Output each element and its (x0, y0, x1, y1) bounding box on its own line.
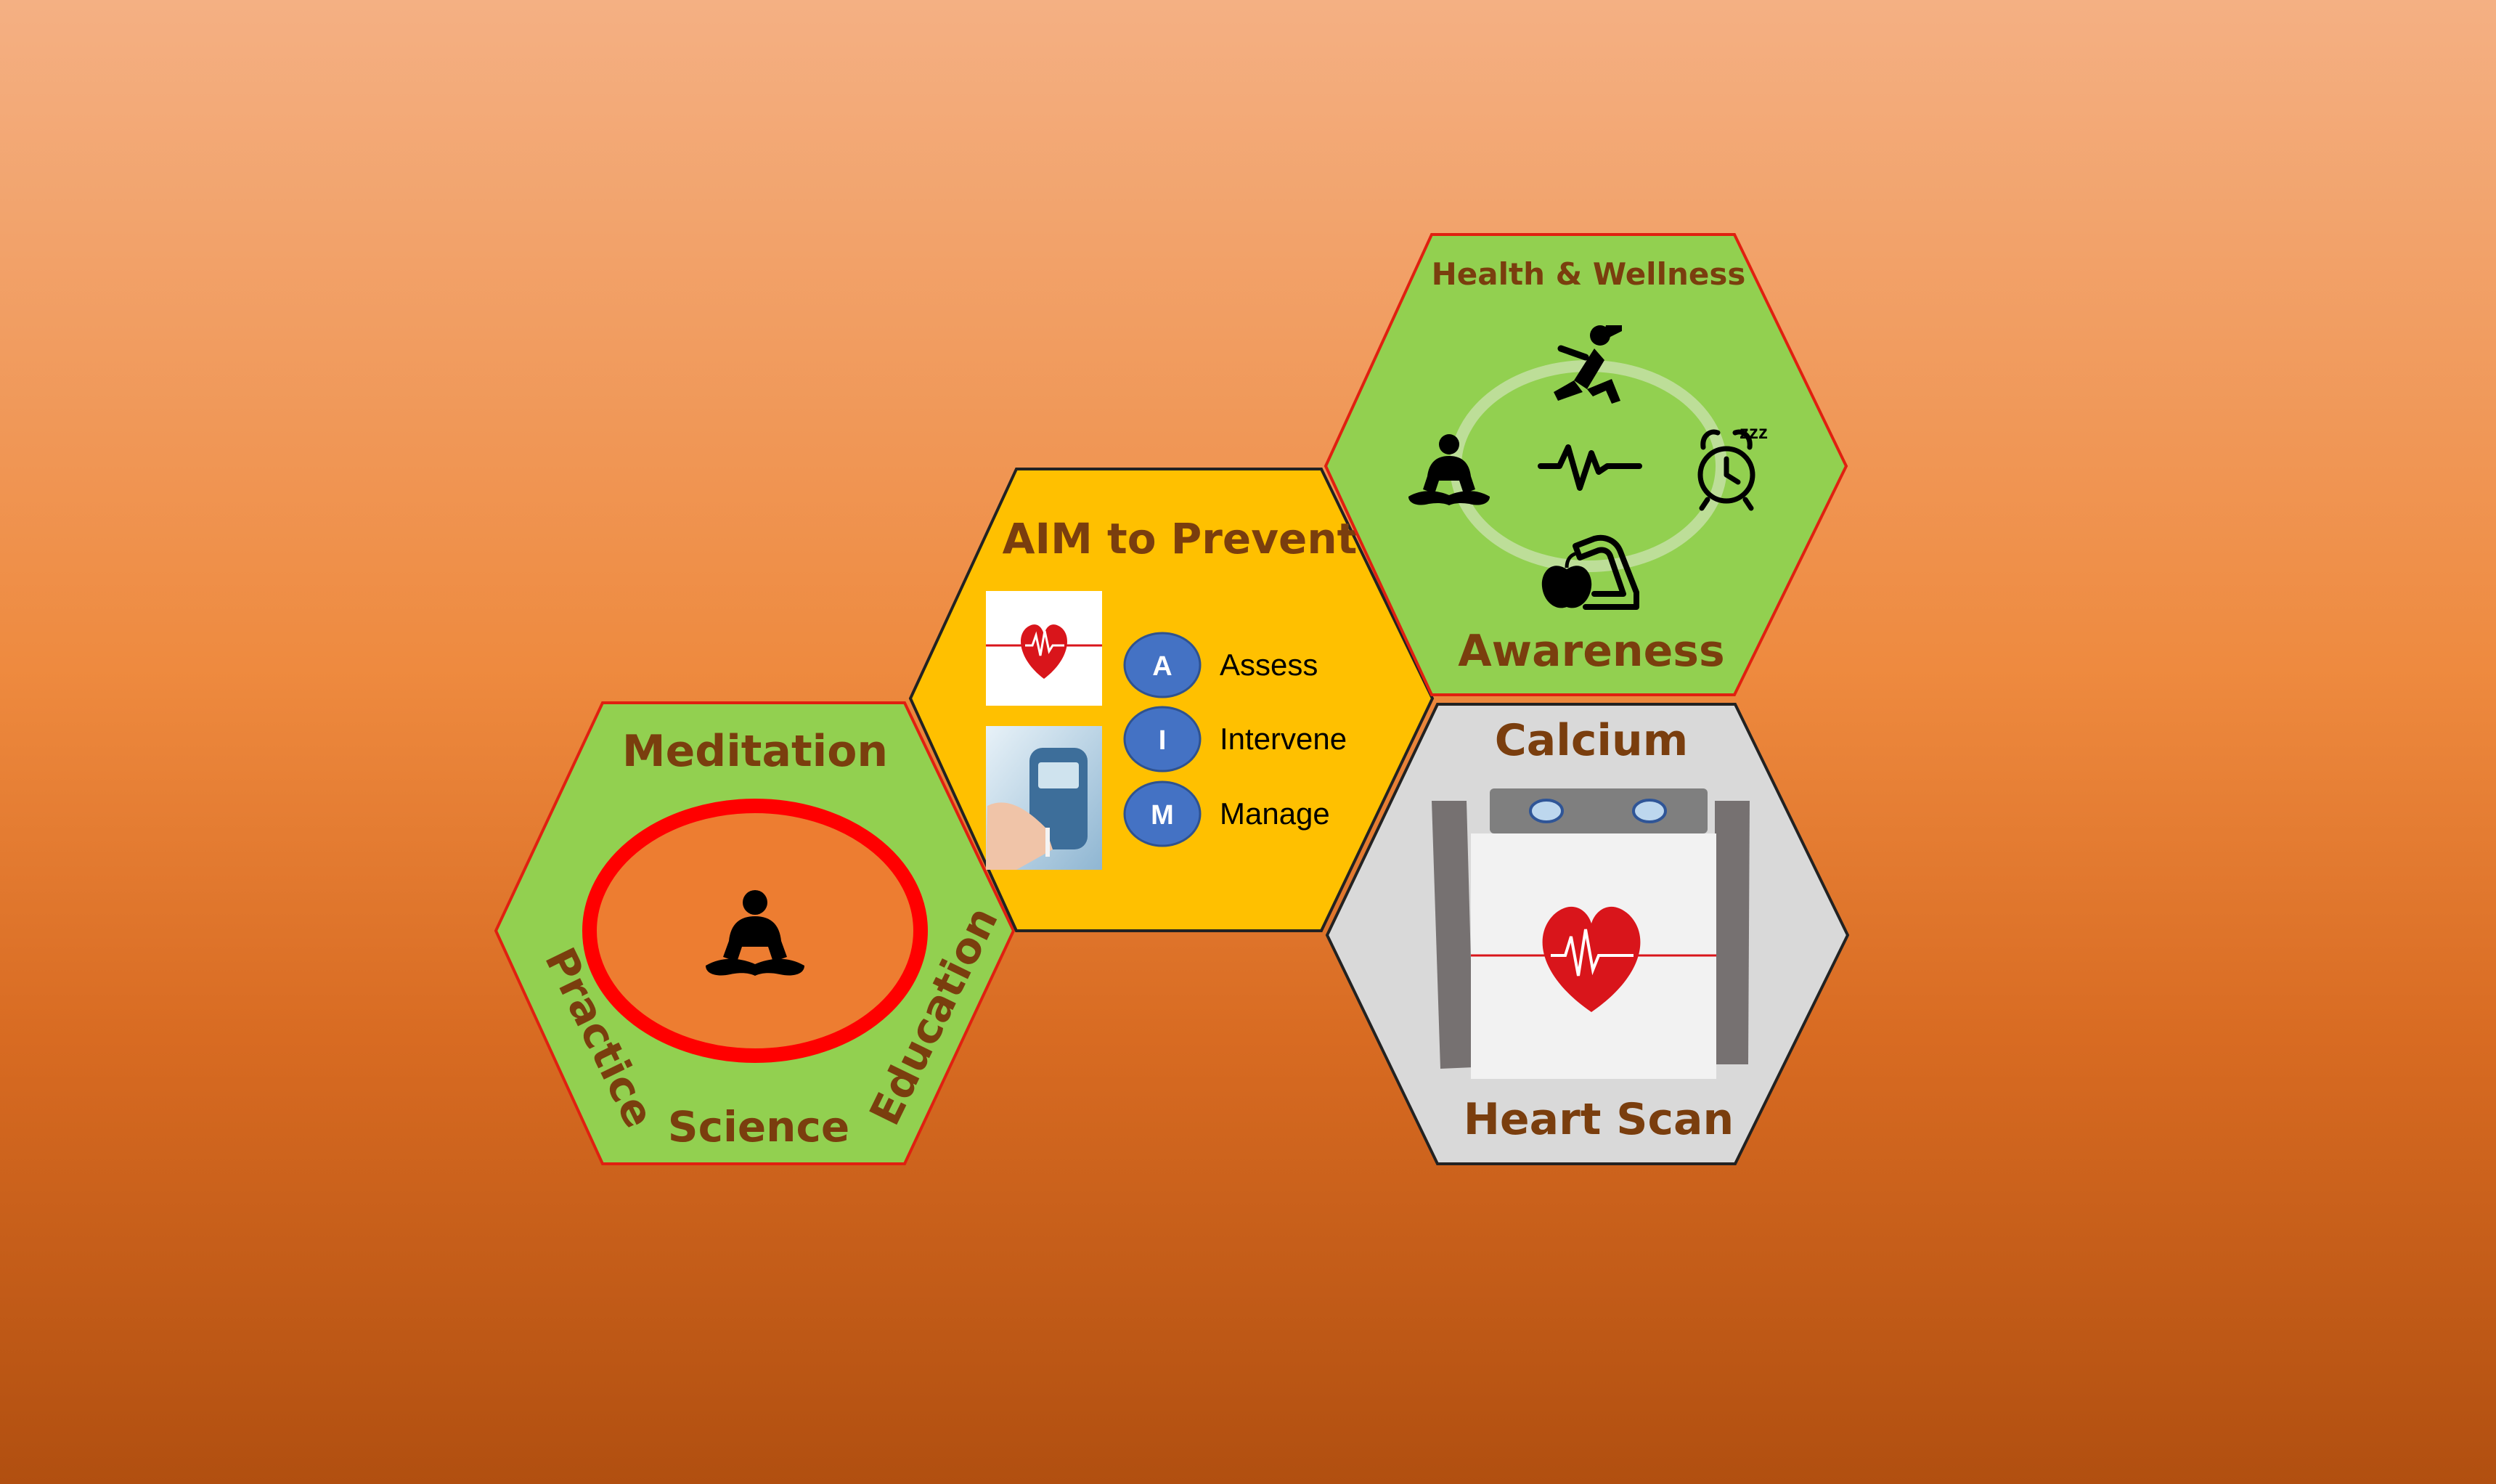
aim-badge-i (1123, 706, 1202, 772)
scan-ecg-line-icon (1551, 929, 1634, 977)
aim-title: AIM to Prevent (1003, 514, 1358, 563)
aim-badge-a (1123, 632, 1202, 698)
wellness-title: Health & Wellness (1432, 256, 1746, 292)
meditation-hexagon: Meditation Practice Science Education (494, 701, 1016, 1165)
yoga-pose-icon (1554, 325, 1622, 404)
meditation-label-science: Science (668, 1102, 849, 1151)
meditation-icon (706, 890, 804, 976)
calcium-hexagon: Calcium Heart Scan (1325, 703, 1850, 1165)
aim-letter-m: M (1151, 800, 1174, 831)
meditation-title: Meditation (622, 726, 888, 777)
heartbeat-icon (1538, 444, 1642, 491)
treadmill-icon (1573, 534, 1639, 610)
aim-item-assess: A Assess (1123, 632, 1318, 698)
aim-letter-i: I (1159, 725, 1167, 756)
alarm-clock-icon: zzz (1697, 421, 1768, 511)
heart-icon (1021, 624, 1067, 679)
calcium-title: Calcium (1495, 715, 1688, 766)
wellness-hexagon: Health & Wellness zzz (1324, 233, 1848, 696)
nutrition-exercise-icon (1541, 534, 1639, 610)
ct-scanner-icon (1432, 788, 1750, 1079)
aim-item-manage: M Manage (1123, 780, 1330, 847)
glucose-meter-photo (986, 726, 1102, 870)
aim-label-manage: Manage (1220, 796, 1330, 831)
aim-label-assess: Assess (1220, 648, 1318, 682)
aim-label-intervene: Intervene (1220, 722, 1347, 756)
aim-hexagon: AIM to Prevent A Asse (908, 468, 1435, 932)
ecg-line-icon (1025, 630, 1064, 656)
scanner-lamp-right (1632, 799, 1667, 823)
aim-letter-a: A (1152, 651, 1172, 682)
aim-item-intervene: I Intervene (1123, 706, 1347, 772)
wellness-meditation-icon (1408, 434, 1490, 505)
wellness-subtitle: Awareness (1458, 626, 1724, 677)
heart-ecg-image (986, 591, 1102, 706)
aim-badge-m (1123, 780, 1202, 847)
calcium-subtitle: Heart Scan (1464, 1094, 1734, 1145)
apple-icon (1541, 566, 1592, 608)
scanner-lamp-left (1529, 799, 1564, 823)
sleep-zzz-icon: zzz (1740, 421, 1768, 443)
